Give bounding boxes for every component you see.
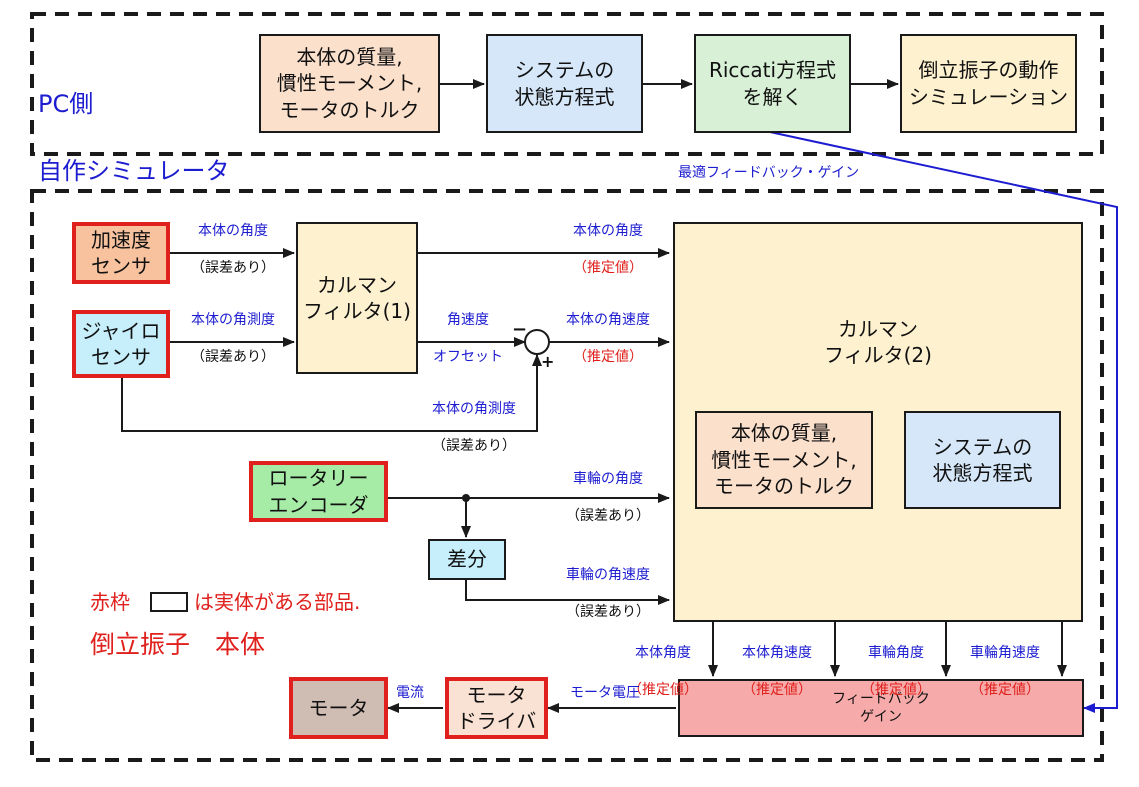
- motor-driver-box: モータ ドライバ: [445, 677, 548, 739]
- accel-output-label: 本体の角度 （誤差あり）: [173, 204, 293, 295]
- current-label: 電流: [396, 685, 424, 701]
- kalman-filter-1-box: カルマン フィルタ(1): [296, 222, 418, 374]
- sum-plus-sign: +: [541, 352, 555, 371]
- label-line: 車輪角度: [868, 645, 924, 662]
- robot-section-frame: [30, 189, 1104, 762]
- optimal-gain-label: 最適フィードバック・ゲイン: [678, 165, 860, 181]
- gyro-offset-label: 角速度 オフセット: [420, 293, 516, 384]
- arrow-gyro-direct-to-sum: [121, 354, 542, 432]
- label-line: 本体角度: [635, 645, 691, 662]
- legend-prefix: 赤枠: [90, 590, 130, 614]
- label-line: 本体の角度: [573, 223, 643, 240]
- label-line: オフセット: [433, 348, 503, 365]
- pc-title-line1: PC側: [38, 89, 94, 118]
- label-line: （誤差あり）: [566, 507, 650, 524]
- label-line: 本体の角測度: [191, 312, 275, 329]
- label-line: （推定値）: [861, 681, 931, 698]
- out-wheel-rate-label: 車輪角速度 （推定値）: [950, 626, 1060, 717]
- label-line: （誤差あり）: [191, 348, 275, 365]
- legend-box-sample: [150, 592, 188, 612]
- label-line: 本体角速度: [742, 645, 812, 662]
- motor-voltage-label: モータ電圧: [570, 685, 640, 701]
- rate-estimate-label: 本体の角速度 （推定値）: [548, 293, 668, 384]
- motor-box: モータ: [289, 677, 388, 739]
- label-line: 車輪の角度: [573, 471, 643, 488]
- pc-title-line2: 自作シミュレータ: [38, 156, 230, 185]
- sum-minus-sign: −: [512, 319, 528, 340]
- label-line: 本体の角度: [198, 223, 268, 240]
- label-line: （推定値）: [628, 681, 698, 698]
- out-wheel-angle-label: 車輪角度 （推定値）: [850, 626, 942, 717]
- arrow-diff-to-kalman2: [465, 580, 670, 605]
- label-line: （推定値）: [573, 348, 643, 365]
- gyro-direct-label: 本体の角測度 （誤差あり）: [414, 382, 534, 473]
- summing-junction: [524, 329, 550, 355]
- k2-mass-box: 本体の質量, 慣性モーメント, モータのトルク: [695, 411, 873, 509]
- label-line: （推定値）: [573, 259, 643, 276]
- out-body-angle-label: 本体角度 （推定値）: [616, 626, 710, 717]
- legend-suffix: は実体がある部品.: [194, 590, 361, 614]
- k2-state-eq-box: システムの 状態方程式: [904, 411, 1061, 509]
- label-line: （誤差あり）: [566, 603, 650, 620]
- label-line: 車輪の角速度: [566, 567, 650, 584]
- label-line: 本体の角速度: [566, 312, 650, 329]
- label-line: 本体の角測度: [432, 401, 516, 418]
- pc-riccati-box: Riccati方程式 を解く: [694, 34, 851, 133]
- pc-section-frame: [30, 12, 1104, 156]
- gyro-output-label: 本体の角測度 （誤差あり）: [173, 293, 293, 384]
- feedback-gain-box: フィードバック ゲイン: [678, 679, 1084, 737]
- robot-title: 倒立振子 本体: [90, 630, 266, 659]
- kalman-filter-2-title: カルマン フィルタ(2): [824, 317, 932, 368]
- kalman1-angle-estimate-label: 本体の角度 （推定値）: [548, 204, 668, 295]
- arrow-optimal-gain: [769, 131, 1118, 713]
- label-line: （誤差あり）: [432, 437, 516, 454]
- label-line: （推定値）: [970, 681, 1040, 698]
- label-line: （誤差あり）: [191, 259, 275, 276]
- pc-mass-box: 本体の質量, 慣性モーメント, モータのトルク: [259, 34, 440, 133]
- pc-title: PC側 自作シミュレータ: [38, 54, 230, 222]
- accel-sensor-box: 加速度 センサ: [72, 222, 170, 284]
- pc-state-eq-box: システムの 状態方程式: [486, 34, 643, 133]
- rotary-encoder-box: ロータリー エンコーダ: [249, 461, 388, 522]
- branch-dot: [462, 494, 470, 502]
- label-line: （推定値）: [742, 681, 812, 698]
- difference-box: 差分: [428, 539, 506, 580]
- wheel-rate-label: 車輪の角速度 （誤差あり）: [548, 548, 668, 639]
- pc-simulation-box: 倒立振子の動作 シミュレーション: [900, 34, 1077, 133]
- label-line: 車輪角速度: [970, 645, 1040, 662]
- wheel-angle-label: 車輪の角度 （誤差あり）: [548, 452, 668, 543]
- label-line: 角速度: [447, 312, 489, 329]
- gyro-sensor-box: ジャイロ センサ: [72, 310, 170, 378]
- out-body-rate-label: 本体角速度 （推定値）: [722, 626, 832, 717]
